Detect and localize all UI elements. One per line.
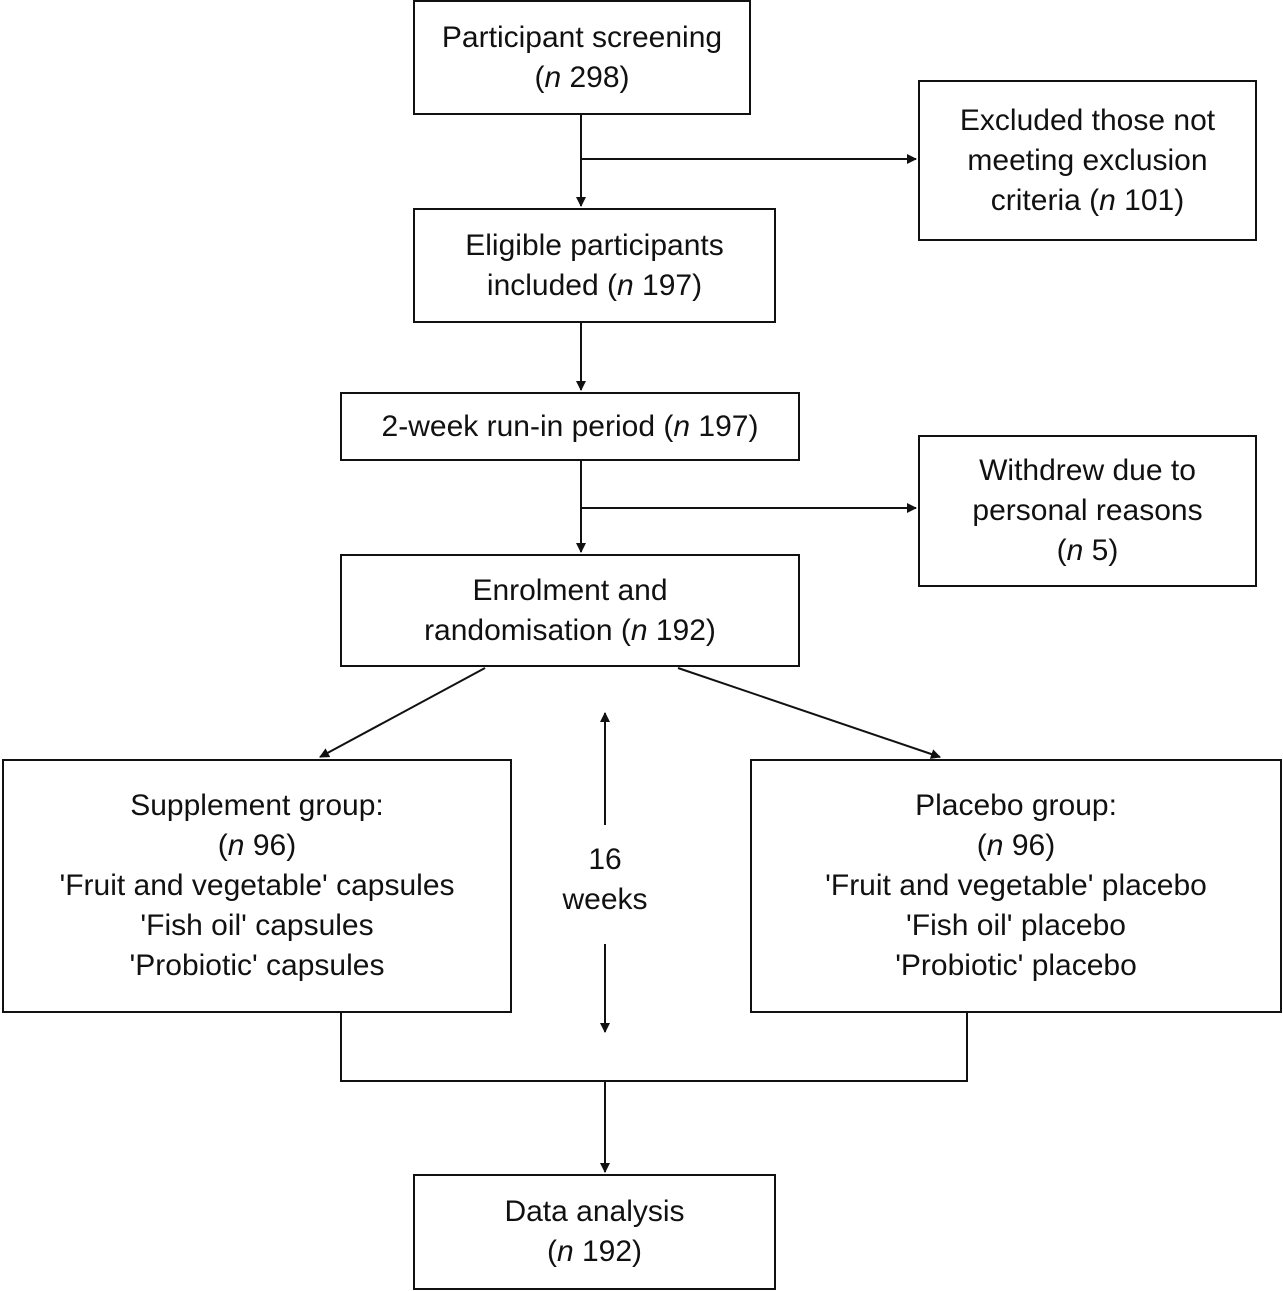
placebo-item: 'Fish oil' placebo bbox=[906, 909, 1126, 942]
supplement-item: 'Fruit and vegetable' capsules bbox=[59, 869, 455, 902]
eligible-line2: included (n 197) bbox=[486, 268, 703, 302]
supplement-item: 'Fish oil' capsules bbox=[140, 909, 374, 942]
withdrew-box: Withdrew due to personal reasons (n 5) bbox=[918, 435, 1257, 587]
duration-value: 16 bbox=[588, 843, 622, 876]
excluded-line2: meeting exclusion bbox=[967, 143, 1208, 177]
eligible-line1: Eligible participants bbox=[465, 228, 724, 262]
withdrew-line1: Withdrew due to bbox=[979, 454, 1196, 487]
placebo-item: 'Fruit and vegetable' placebo bbox=[825, 869, 1207, 902]
analysis-label: Data analysis bbox=[504, 1195, 685, 1228]
supplement-count: (n 96) bbox=[217, 829, 297, 862]
screening-box: Participant screening (n 298) bbox=[413, 0, 751, 115]
runin-box: 2-week run-in period (n 197) bbox=[340, 392, 800, 461]
screening-count: (n 298) bbox=[534, 60, 630, 94]
supplement-title: Supplement group: bbox=[130, 789, 384, 822]
placebo-title: Placebo group: bbox=[915, 789, 1117, 822]
excluded-line3: criteria (n 101) bbox=[990, 183, 1185, 217]
merge-line bbox=[340, 1012, 968, 1082]
screening-label: Participant screening bbox=[441, 20, 723, 54]
placebo-item: 'Probiotic' placebo bbox=[895, 949, 1137, 982]
analysis-box: Data analysis (n 192) bbox=[413, 1174, 776, 1290]
excluded-box: Excluded those not meeting exclusion cri… bbox=[918, 80, 1257, 241]
eligible-box: Eligible participants included (n 197) bbox=[413, 208, 776, 323]
enrolment-line1: Enrolment and bbox=[472, 573, 668, 607]
enrolment-line2: randomisation (n 192) bbox=[424, 613, 716, 647]
withdrew-count: (n 5) bbox=[1056, 534, 1119, 567]
duration-label: 16 weeks bbox=[545, 840, 665, 920]
analysis-count: (n 192) bbox=[546, 1235, 643, 1268]
arrow-to-supplement bbox=[319, 667, 486, 758]
enrolment-box: Enrolment and randomisation (n 192) bbox=[340, 554, 800, 667]
withdrew-line2: personal reasons bbox=[972, 494, 1203, 527]
placebo-count: (n 96) bbox=[976, 829, 1056, 862]
duration-unit: weeks bbox=[562, 883, 648, 916]
runin-label: 2-week run-in period (n 197) bbox=[381, 409, 759, 443]
supplement-group-box: Supplement group: (n 96) 'Fruit and vege… bbox=[2, 759, 512, 1013]
excluded-line1: Excluded those not bbox=[959, 103, 1216, 137]
supplement-item: 'Probiotic' capsules bbox=[129, 949, 385, 982]
placebo-group-box: Placebo group: (n 96) 'Fruit and vegetab… bbox=[750, 759, 1282, 1013]
arrow-to-placebo bbox=[677, 667, 941, 759]
